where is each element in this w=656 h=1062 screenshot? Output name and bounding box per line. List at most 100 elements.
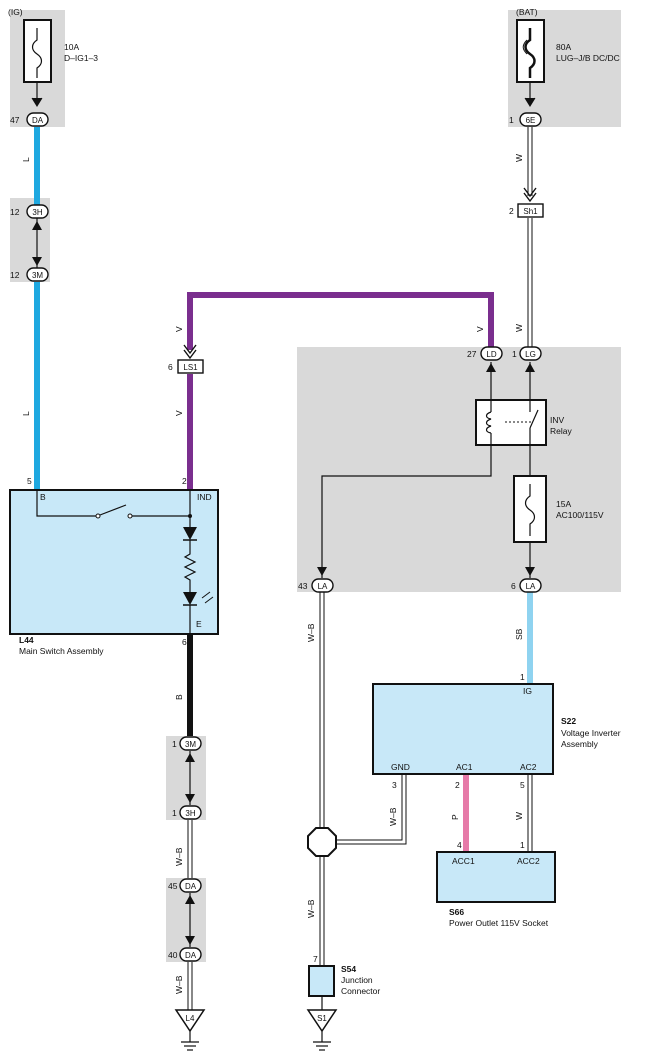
s22-pin-ac2: 5 [520, 780, 525, 790]
svg-text:DA: DA [32, 116, 44, 125]
wire-label-p: P [450, 814, 460, 820]
ground-s1 [306, 1009, 338, 1051]
wire-label-v-left: V [174, 326, 184, 332]
svg-text:3M: 3M [185, 740, 196, 749]
ground-s1-label: S1 [317, 1014, 327, 1023]
connector-la-left-pin: 43 [298, 581, 308, 591]
wire-label-l-top: L [21, 157, 31, 162]
s54-name-line1: Junction [341, 975, 373, 985]
ground-l4 [174, 1009, 206, 1051]
connector-da-45: DA [179, 878, 202, 904]
wire-label-w-relay: W [514, 324, 524, 332]
s22-pin-ac1: 2 [455, 780, 460, 790]
connector-3m-bottom-pin: 1 [172, 739, 177, 749]
connector-6e: 6E [519, 112, 542, 127]
s66-term-acc1: ACC1 [452, 856, 475, 866]
power-outlet-socket [436, 851, 556, 903]
s22-id: S22 [561, 716, 576, 726]
svg-text:LA: LA [526, 582, 536, 591]
fuse-bat-80a [516, 19, 545, 107]
svg-text:Sh1: Sh1 [523, 207, 538, 216]
wire-label-v-right: V [475, 326, 485, 332]
wire-label-wb-s54: W–B [306, 899, 316, 918]
voltage-inverter-assembly [372, 683, 554, 775]
l44-name: Main Switch Assembly [19, 646, 104, 656]
ig-fuse-name: D–IG1–3 [64, 53, 98, 63]
connector-ls1: LS1 [177, 344, 204, 374]
bat-fuse-rating: 80A [556, 42, 571, 52]
inv-relay [475, 399, 547, 446]
l44-pin-ind: 2 [182, 476, 187, 486]
s22-pin-gnd: 3 [392, 780, 397, 790]
ig-fuse-rating: 10A [64, 42, 79, 52]
s66-name: Power Outlet 115V Socket [449, 918, 549, 928]
wire-wb-gnd [336, 774, 407, 845]
svg-text:3H: 3H [32, 208, 42, 217]
wire-label-w-ac2: W [514, 812, 524, 820]
s54-pin: 7 [313, 954, 318, 964]
wire-v [187, 292, 494, 350]
s22-term-ac1: AC1 [456, 762, 473, 772]
relay-label-line2: Relay [550, 426, 572, 436]
wire-label-b: B [174, 694, 184, 700]
svg-text:DA: DA [185, 951, 197, 960]
s54-name-line2: Connector [341, 986, 380, 996]
bat-fuse-name: LUG–J/B DC/DC [556, 53, 620, 63]
l44-term-ind: IND [197, 492, 212, 502]
connector-3h-top: 3H [26, 204, 49, 230]
ig-source-label: (IG) [8, 7, 23, 17]
fuse-ig-10a [23, 19, 52, 107]
connector-3h-top-pin: 12 [10, 207, 20, 217]
s66-pin-acc2: 1 [520, 840, 525, 850]
connector-da-40-pin: 40 [168, 950, 178, 960]
connector-ld-pin: 27 [467, 349, 477, 359]
s22-term-gnd: GND [391, 762, 410, 772]
l44-pin-e: 6 [182, 637, 187, 647]
bat-source-label: (BAT) [516, 7, 538, 17]
wire-label-sb: SB [514, 628, 524, 640]
connector-la-left: LA [311, 567, 334, 593]
connector-lg: LG [519, 346, 542, 372]
connector-ld: LD [480, 346, 503, 372]
connector-da-45-pin: 45 [168, 881, 178, 891]
ground-l4-label: L4 [186, 1014, 195, 1023]
svg-text:6E: 6E [526, 116, 536, 125]
wire-label-v-lower: V [174, 410, 184, 416]
s66-term-acc2: ACC2 [517, 856, 540, 866]
connector-la-right: LA [519, 567, 542, 593]
connector-3h-bottom-pin: 1 [172, 808, 177, 818]
wire-relay-coil-ground [321, 445, 492, 578]
connector-la-right-pin: 6 [511, 581, 516, 591]
relay-label-line1: INV [550, 415, 565, 425]
svg-text:DA: DA [185, 882, 197, 891]
connector-sh1-pin: 2 [509, 206, 514, 216]
s22-pin-ig: 1 [520, 672, 525, 682]
relay-block [297, 347, 621, 592]
wire-label-wb-la: W–B [306, 623, 316, 642]
connector-sh1: Sh1 [517, 187, 544, 218]
svg-text:LG: LG [525, 350, 536, 359]
s22-term-ig: IG [523, 686, 532, 696]
s22-name-line1: Voltage Inverter [561, 728, 621, 738]
svg-text:LA: LA [318, 582, 328, 591]
connector-da-40: DA [179, 936, 202, 962]
s22-name-line2: Assembly [561, 739, 599, 749]
l44-pin-b: 5 [27, 476, 32, 486]
connector-6e-pin: 1 [509, 115, 514, 125]
wire-label-wb-1: W–B [174, 847, 184, 866]
inv-fuse-rating: 15A [556, 499, 571, 509]
wire-label-wb-gnd: W–B [388, 807, 398, 826]
connector-3m-bottom: 3M [179, 736, 202, 762]
s54-id: S54 [341, 964, 356, 974]
wire-label-w-top: W [514, 154, 524, 162]
connector-da-47: DA [26, 112, 49, 127]
connector-da-47-pin: 47 [10, 115, 20, 125]
s66-id: S66 [449, 907, 464, 917]
connector-ls1-pin: 6 [168, 362, 173, 372]
s22-term-ac2: AC2 [520, 762, 537, 772]
wire-label-wb-2: W–B [174, 975, 184, 994]
l44-term-b: B [40, 492, 46, 502]
svg-text:LD: LD [486, 350, 496, 359]
svg-text:3H: 3H [185, 809, 195, 818]
connector-3m-top-pin: 12 [10, 270, 20, 280]
